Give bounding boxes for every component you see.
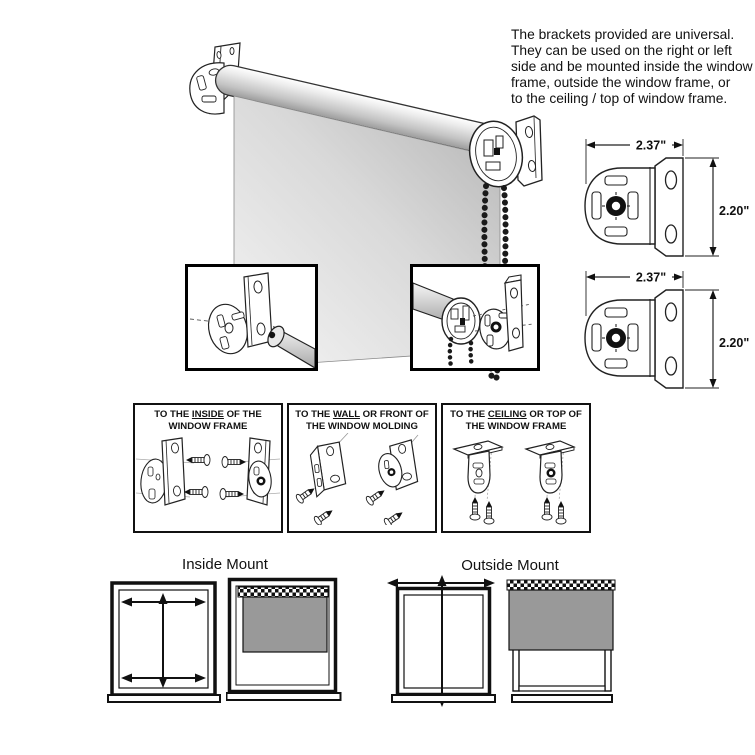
window-sill bbox=[511, 694, 613, 703]
chain-clutch bbox=[468, 120, 524, 188]
outside-mount-label: Outside Mount bbox=[461, 557, 559, 574]
mount-option-title: TO THE WALL OR FRONT OF THE WINDOW MOLDI… bbox=[295, 405, 428, 433]
mount-option-ceiling: TO THE CEILING OR TOP OF THE WINDOW FRAM… bbox=[441, 403, 591, 533]
intro-line: side and be mounted inside the window bbox=[511, 58, 753, 74]
title-suffix: OR FRONT OF bbox=[359, 409, 429, 420]
bracket-drawing bbox=[584, 289, 684, 389]
shade-panel bbox=[242, 596, 328, 653]
bracket-dimension-diagram-1: 2.37" 2.20" bbox=[584, 139, 749, 257]
dimension-arrowheads bbox=[586, 141, 717, 256]
window-sill bbox=[391, 694, 496, 703]
window-sill bbox=[107, 694, 221, 703]
intro-text: The brackets provided are universal. The… bbox=[511, 27, 755, 107]
intro-line: They can be used on the right or left bbox=[511, 42, 732, 58]
title-keyword: CEILING bbox=[487, 409, 527, 420]
width-dimension-label: 2.37" bbox=[636, 271, 666, 285]
right-bracket bbox=[515, 115, 543, 187]
height-dimension-label: 2.20" bbox=[719, 336, 749, 350]
mount-option-wall: TO THE WALL OR FRONT OF THE WINDOW MOLDI… bbox=[287, 403, 437, 533]
inside-mount-label: Inside Mount bbox=[182, 556, 268, 573]
roller-band bbox=[237, 586, 329, 598]
tube-end bbox=[267, 325, 315, 368]
title-line2: THE WINDOW MOLDING bbox=[306, 421, 418, 432]
title-line2: THE WINDOW FRAME bbox=[465, 421, 567, 432]
dimension-arrowheads bbox=[586, 273, 717, 388]
title-suffix: OR TOP OF bbox=[526, 409, 582, 420]
intro-line: to the ceiling / top of window frame. bbox=[511, 90, 728, 106]
clutch-end-drawing bbox=[413, 274, 534, 368]
roller-band bbox=[506, 579, 616, 591]
screws bbox=[295, 488, 403, 525]
wall-mount-brackets-drawing bbox=[295, 433, 419, 525]
measure-arrows bbox=[121, 593, 206, 688]
title-keyword: WALL bbox=[332, 409, 360, 420]
inside-mount-measure-window bbox=[107, 581, 221, 703]
inset-bead-chain bbox=[447, 336, 475, 368]
inset-clutch-end-detail bbox=[410, 264, 540, 371]
mount-option-inside-frame: TO THE INSIDE OF THE WINDOW FRAME bbox=[133, 403, 283, 533]
title-line2: WINDOW FRAME bbox=[168, 421, 248, 432]
title-prefix: TO THE bbox=[295, 409, 333, 420]
bracket-dimension-diagram-2: 2.37" 2.20" bbox=[584, 271, 749, 389]
ceiling-mount-brackets-drawing bbox=[452, 440, 576, 525]
intro-line: frame, outside the window frame, or bbox=[511, 74, 731, 90]
mount-option-title: TO THE CEILING OR TOP OF THE WINDOW FRAM… bbox=[450, 405, 582, 433]
width-dimension-label: 2.37" bbox=[636, 139, 666, 153]
mounting-options-row: TO THE INSIDE OF THE WINDOW FRAME bbox=[133, 403, 591, 533]
title-keyword: INSIDE bbox=[191, 409, 224, 420]
intro-line: The brackets provided are universal. bbox=[511, 27, 735, 42]
height-dimension-label: 2.20" bbox=[719, 204, 749, 218]
inside-mount-brackets-drawing bbox=[136, 437, 280, 506]
left-bracket bbox=[189, 62, 225, 115]
screws bbox=[469, 497, 567, 525]
mount-option-title: TO THE INSIDE OF THE WINDOW FRAME bbox=[154, 405, 262, 433]
inside-mount-shade-window bbox=[226, 577, 342, 701]
idle-end-drawing bbox=[189, 272, 315, 368]
screws bbox=[184, 454, 246, 500]
outside-mount-measure-window bbox=[387, 575, 496, 707]
title-prefix: TO THE bbox=[154, 409, 192, 420]
title-suffix: OF THE bbox=[223, 409, 262, 420]
outside-mount-shade-window bbox=[506, 579, 616, 703]
inset-idle-end-detail bbox=[185, 264, 318, 371]
window-sill bbox=[226, 692, 342, 701]
bracket-drawing bbox=[584, 157, 684, 257]
shade-panel bbox=[508, 589, 614, 651]
title-prefix: TO THE bbox=[450, 409, 488, 420]
